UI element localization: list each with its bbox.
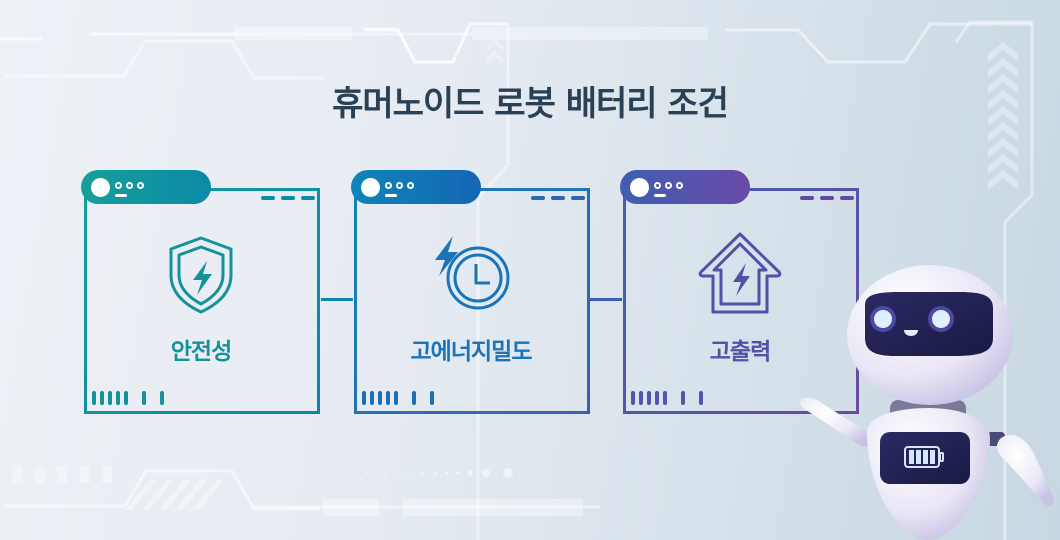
connector-line-2 — [590, 298, 622, 301]
window-tab — [351, 170, 481, 204]
page-title: 휴머노이드 로봇 배터리 조건 — [332, 84, 729, 124]
battery-full-icon — [904, 446, 944, 468]
dash-decoration — [531, 196, 585, 200]
robot-illustration — [800, 265, 1054, 540]
tab-circle-icon — [91, 178, 110, 197]
window-tab — [81, 170, 211, 204]
tab-underline — [654, 194, 666, 197]
tab-underline — [385, 194, 397, 197]
card-high-energy-density: 고에너지밀도 — [351, 170, 591, 416]
card-label: 안전성 — [170, 339, 232, 365]
tab-circle-icon — [630, 178, 649, 197]
dash-decoration — [800, 196, 854, 200]
bar-decoration — [92, 391, 164, 405]
connector-line-1 — [321, 298, 353, 301]
card-high-output: 고출력 — [620, 170, 860, 416]
tab-circle-icon — [361, 178, 380, 197]
tab-dots-icon — [654, 182, 683, 189]
card-label: 고에너지밀도 — [410, 339, 533, 365]
house-arrow-lightning-icon — [698, 232, 782, 314]
clock-lightning-icon — [435, 236, 510, 310]
tab-dots-icon — [385, 182, 414, 189]
shield-lightning-icon — [169, 236, 233, 314]
bar-decoration — [362, 391, 434, 405]
robot-arm-left — [800, 397, 872, 447]
robot-arm-right — [996, 434, 1054, 506]
tab-dots-icon — [115, 182, 144, 189]
tab-underline — [115, 194, 127, 197]
card-label: 고출력 — [709, 339, 771, 365]
dash-decoration — [261, 196, 315, 200]
window-tab — [620, 170, 750, 204]
bar-decoration — [631, 391, 703, 405]
card-frame — [84, 188, 320, 414]
card-safety: 안전성 — [81, 170, 321, 416]
